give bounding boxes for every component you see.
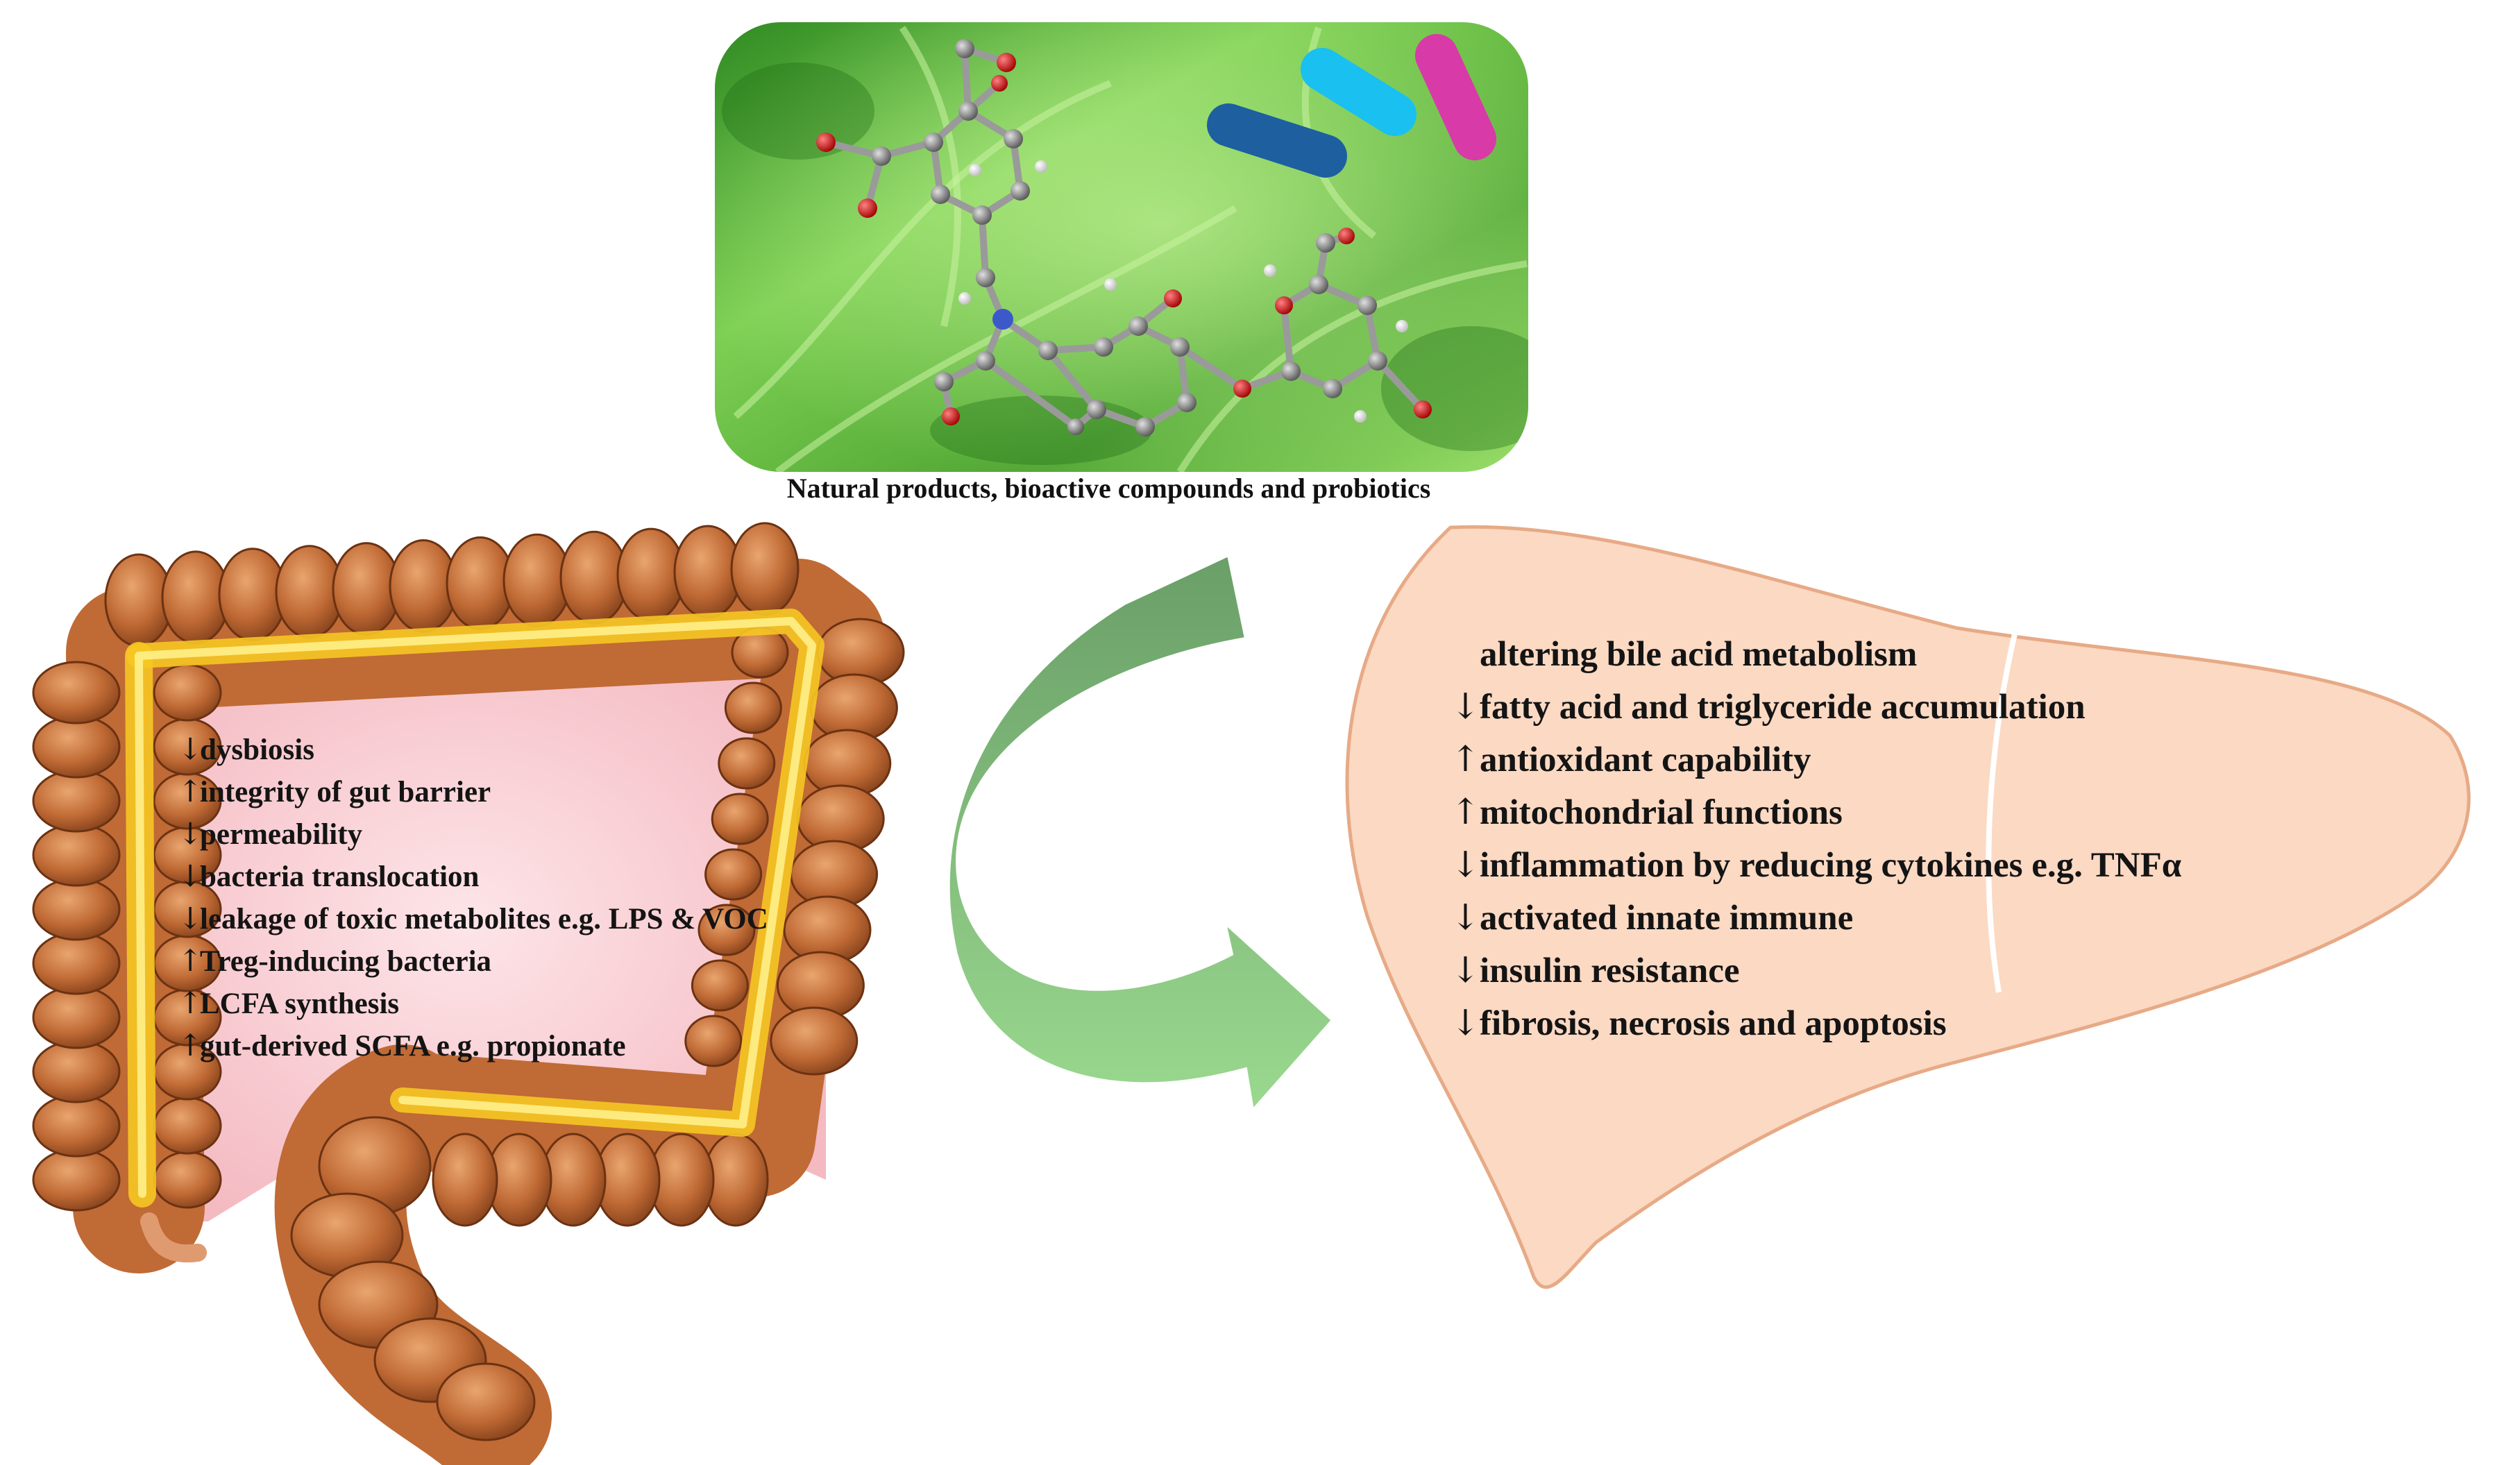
colon-haustrum xyxy=(32,877,121,941)
colon-haustrum xyxy=(432,1133,498,1227)
direction-arrow: ↓ xyxy=(178,901,203,936)
colon-effect-text: leakage of toxic metabolites e.g. LPS & … xyxy=(200,903,768,935)
pill-cyan xyxy=(1301,48,1417,136)
colon-haustrum xyxy=(730,522,800,616)
colon-effect-text: LCFA synthesis xyxy=(200,988,400,1020)
liver-effect-text: fibrosis, necrosis and apoptosis xyxy=(1480,1004,1947,1043)
colon-effect-item: ↑integrity of gut barrier xyxy=(178,771,768,813)
colon-effect-item: ↑Treg-inducing bacteria xyxy=(178,940,768,983)
liver-effect-item: ↓activated innate immune xyxy=(1451,892,2181,945)
molecule-atoms xyxy=(816,39,1432,437)
direction-arrow: ↓ xyxy=(178,817,203,852)
liver-effect-text: fatty acid and triglyceride accumulation xyxy=(1480,688,2086,727)
colon-effect-item: ↓permeability xyxy=(178,813,768,856)
probiotic-pills xyxy=(1207,34,1496,178)
colon-effects-list: ↓dysbiosis ↑integrity of gut barrier ↓pe… xyxy=(178,729,768,1067)
colon-haustrum xyxy=(32,931,121,995)
liver-effect-item: ↑antioxidant capability xyxy=(1451,734,2181,786)
colon-effect-text: bacteria translocation xyxy=(200,861,480,893)
colon-effect-item: ↑gut-derived SCFA e.g. propionate xyxy=(178,1025,768,1067)
colon-haustrum xyxy=(436,1362,536,1441)
colon-haustrum xyxy=(32,823,121,887)
colon-haustrum xyxy=(32,1040,121,1103)
colon-haustrum xyxy=(32,661,121,725)
liver-effect-item: ↑mitochondrial functions xyxy=(1451,786,2181,839)
direction-arrow: ↓ xyxy=(1451,1003,1480,1044)
colon xyxy=(32,522,905,1465)
liver-effect-item: ↓insulin resistance xyxy=(1451,945,2181,997)
liver-effect-text: antioxidant capability xyxy=(1480,740,1811,779)
colon-effect-text: gut-derived SCFA e.g. propionate xyxy=(200,1030,626,1062)
colon-inner-wall xyxy=(125,609,825,1208)
colon-haustrum xyxy=(32,715,121,779)
colon-haustrum xyxy=(32,769,121,833)
direction-arrow: ↓ xyxy=(1451,950,1480,991)
colon-haustrum xyxy=(711,793,769,845)
colon-haustrum xyxy=(770,1006,859,1076)
pill-magenta xyxy=(1415,34,1496,160)
liver-effect-text: mitochondrial functions xyxy=(1480,793,1843,832)
colon-haustrum xyxy=(684,1015,743,1067)
direction-arrow: ↑ xyxy=(178,774,203,809)
liver xyxy=(1345,525,2471,1289)
top-panel-caption: Natural products, bioactive compounds an… xyxy=(786,473,1431,504)
curved-arrow xyxy=(947,553,1335,1114)
direction-arrow: ↓ xyxy=(178,859,203,894)
direction-arrow: ↑ xyxy=(178,986,203,1021)
liver-effect-item: ↓fibrosis, necrosis and apoptosis xyxy=(1451,997,2181,1050)
colon-haustrum xyxy=(153,663,222,722)
colon-haustrum xyxy=(153,1096,222,1155)
liver-effect-text: insulin resistance xyxy=(1480,951,1740,990)
colon-effect-item: ↓bacteria translocation xyxy=(178,856,768,898)
colon-haustrum xyxy=(153,1151,222,1209)
colon-haustra xyxy=(32,522,905,1441)
liver-effect-text: inflammation by reducing cytokines e.g. … xyxy=(1480,846,2182,885)
direction-arrow: ↓ xyxy=(1451,897,1480,938)
colon-haustrum xyxy=(32,985,121,1049)
liver-effect-text: altering bile acid metabolism xyxy=(1480,635,1918,674)
liver-effect-item: ↓fatty acid and triglyceride accumulatio… xyxy=(1451,681,2181,734)
leaf-shadows xyxy=(722,62,1528,465)
liver-effect-item: altering bile acid metabolism xyxy=(1451,628,2181,681)
direction-arrow: ↑ xyxy=(178,1028,203,1063)
direction-arrow: ↑ xyxy=(1451,739,1480,780)
colon-haustrum xyxy=(32,1148,121,1212)
colon-effect-text: integrity of gut barrier xyxy=(200,776,491,808)
liver-effect-text: activated innate immune xyxy=(1480,899,1854,938)
colon-effect-text: Treg-inducing bacteria xyxy=(200,945,492,978)
colon-effect-text: dysbiosis xyxy=(200,734,314,766)
colon-haustrum xyxy=(691,959,749,1012)
appendix xyxy=(140,1212,207,1263)
colon-effect-item: ↓dysbiosis xyxy=(178,729,768,771)
top-panel-image xyxy=(715,22,1528,472)
direction-arrow: ↑ xyxy=(1451,792,1480,833)
colon-effect-item: ↑LCFA synthesis xyxy=(178,983,768,1025)
pill-dark-blue xyxy=(1207,103,1347,178)
direction-arrow: ↓ xyxy=(1451,845,1480,886)
colon-effect-item: ↓leakage of toxic metabolites e.g. LPS &… xyxy=(178,898,768,940)
colon-haustrum xyxy=(704,848,763,901)
colon-haustrum xyxy=(718,737,776,790)
direction-arrow: ↓ xyxy=(1451,686,1480,727)
direction-arrow: ↓ xyxy=(178,732,203,767)
colon-haustrum xyxy=(32,1094,121,1158)
liver-effect-item: ↓inflammation by reducing cytokines e.g.… xyxy=(1451,839,2181,892)
colon-haustrum xyxy=(697,904,756,956)
liver-effects-list: altering bile acid metabolism ↓fatty aci… xyxy=(1451,628,2181,1050)
direction-arrow: ↑ xyxy=(178,944,203,979)
colon-effect-text: permeability xyxy=(200,818,363,851)
colon-haustrum xyxy=(724,681,782,734)
